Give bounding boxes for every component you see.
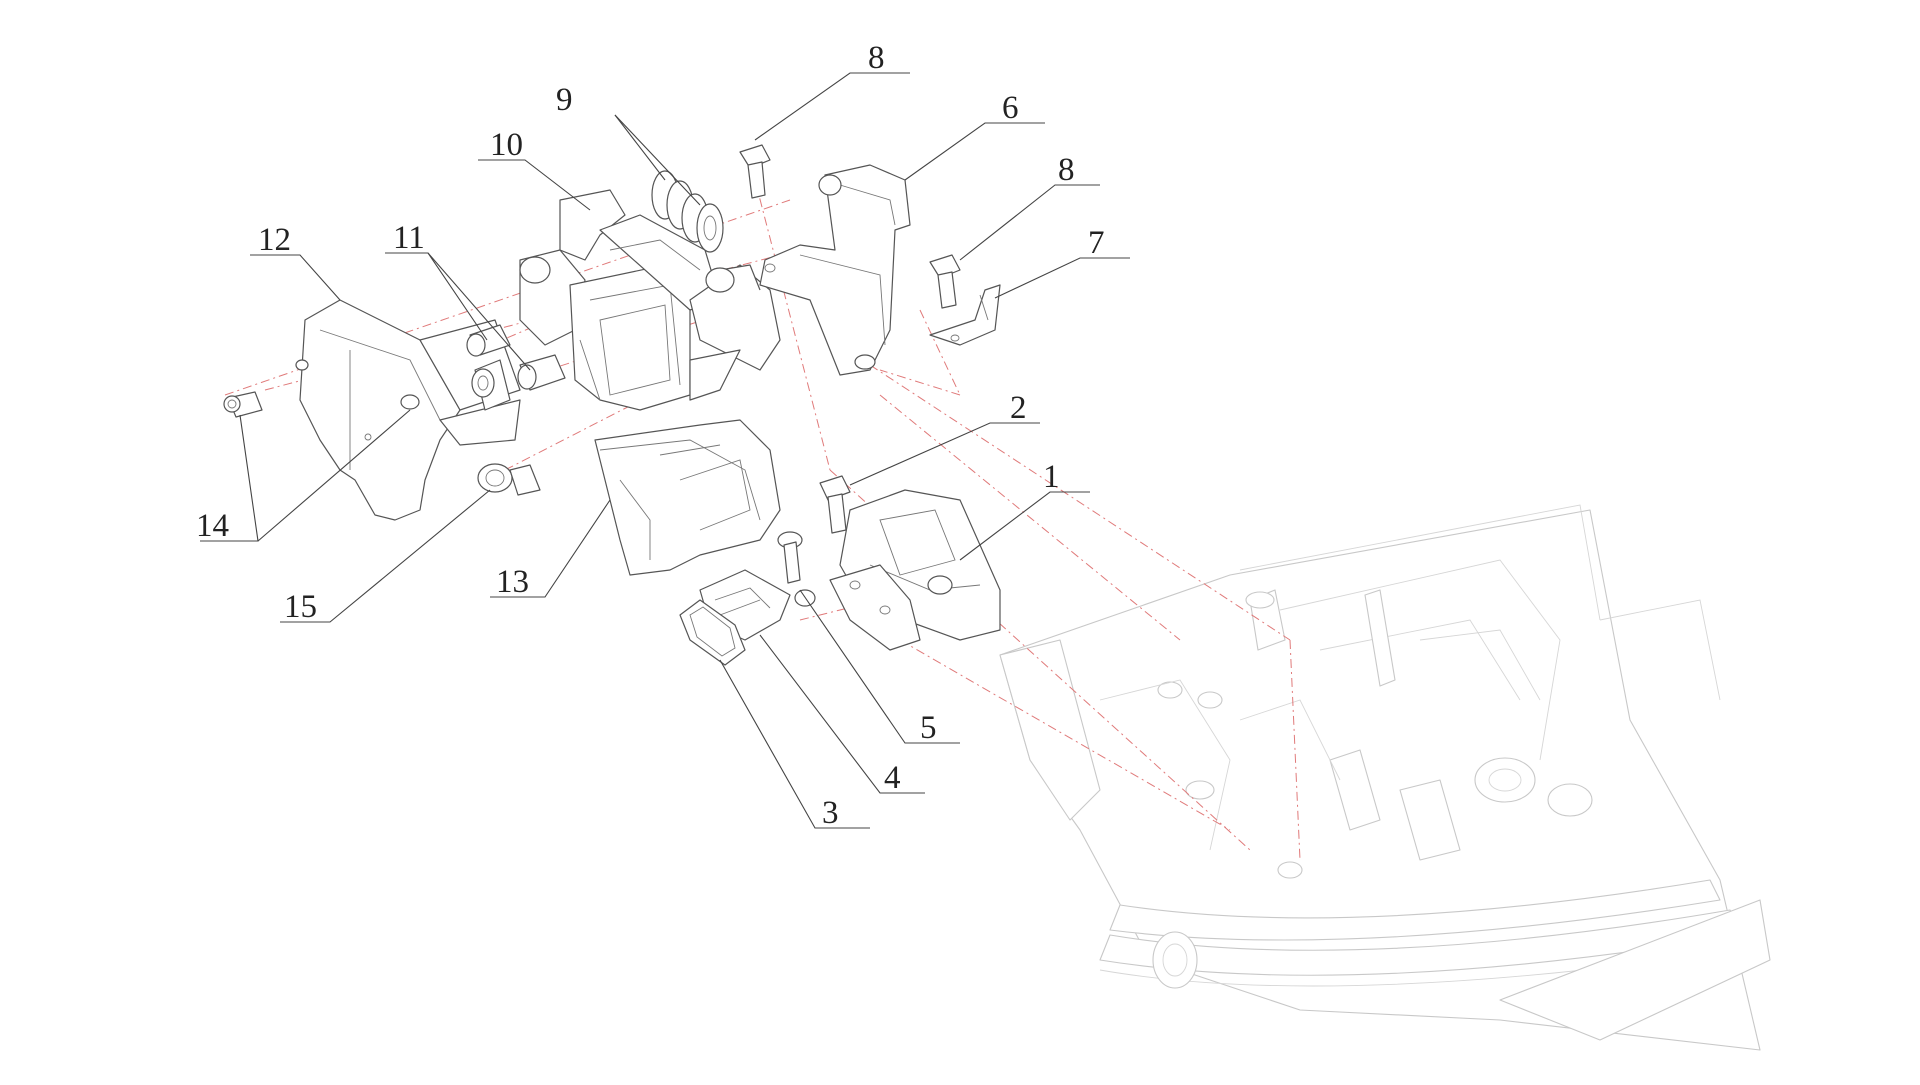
part-9-grommets (651, 170, 724, 253)
part-12-side-cover (295, 299, 521, 521)
leader-lines (200, 72, 1130, 829)
part-13-lower-housing (594, 419, 781, 576)
callout-10: 10 (490, 127, 523, 163)
callout-5: 5 (920, 710, 937, 746)
callout-15: 15 (284, 589, 317, 625)
callout-9: 9 (556, 82, 573, 118)
part-10-main-bracket (519, 189, 781, 411)
callout-3: 3 (822, 795, 839, 831)
part-1-base-plate (829, 489, 1001, 651)
callout-2: 2 (1010, 390, 1027, 426)
callout-13: 13 (496, 564, 529, 600)
part-15-clip (477, 463, 541, 496)
callout-labels: 8 9 10 6 8 7 12 11 14 15 13 2 1 5 4 3 (196, 40, 1105, 831)
part-8-bolt-lower (929, 254, 961, 309)
part-5-screw (777, 531, 816, 607)
part-3-gasket (679, 599, 746, 666)
frame-background (999, 504, 1771, 1051)
callout-6: 6 (1002, 90, 1019, 126)
part-7-tab-bracket (929, 284, 1001, 346)
part-8-bolt-upper (739, 144, 771, 199)
part-11-bushings (466, 324, 566, 411)
callout-8-lower: 8 (1058, 152, 1075, 188)
callout-11: 11 (393, 220, 425, 256)
callout-4: 4 (884, 760, 901, 796)
callout-12: 12 (258, 222, 291, 258)
callout-14: 14 (196, 508, 229, 544)
callout-8-upper: 8 (868, 40, 885, 76)
part-14-bolt (223, 391, 263, 418)
part-2-bolt (819, 475, 851, 534)
callout-7: 7 (1088, 225, 1105, 261)
callout-1: 1 (1043, 459, 1060, 495)
part-6-bracket-plate (759, 164, 911, 376)
